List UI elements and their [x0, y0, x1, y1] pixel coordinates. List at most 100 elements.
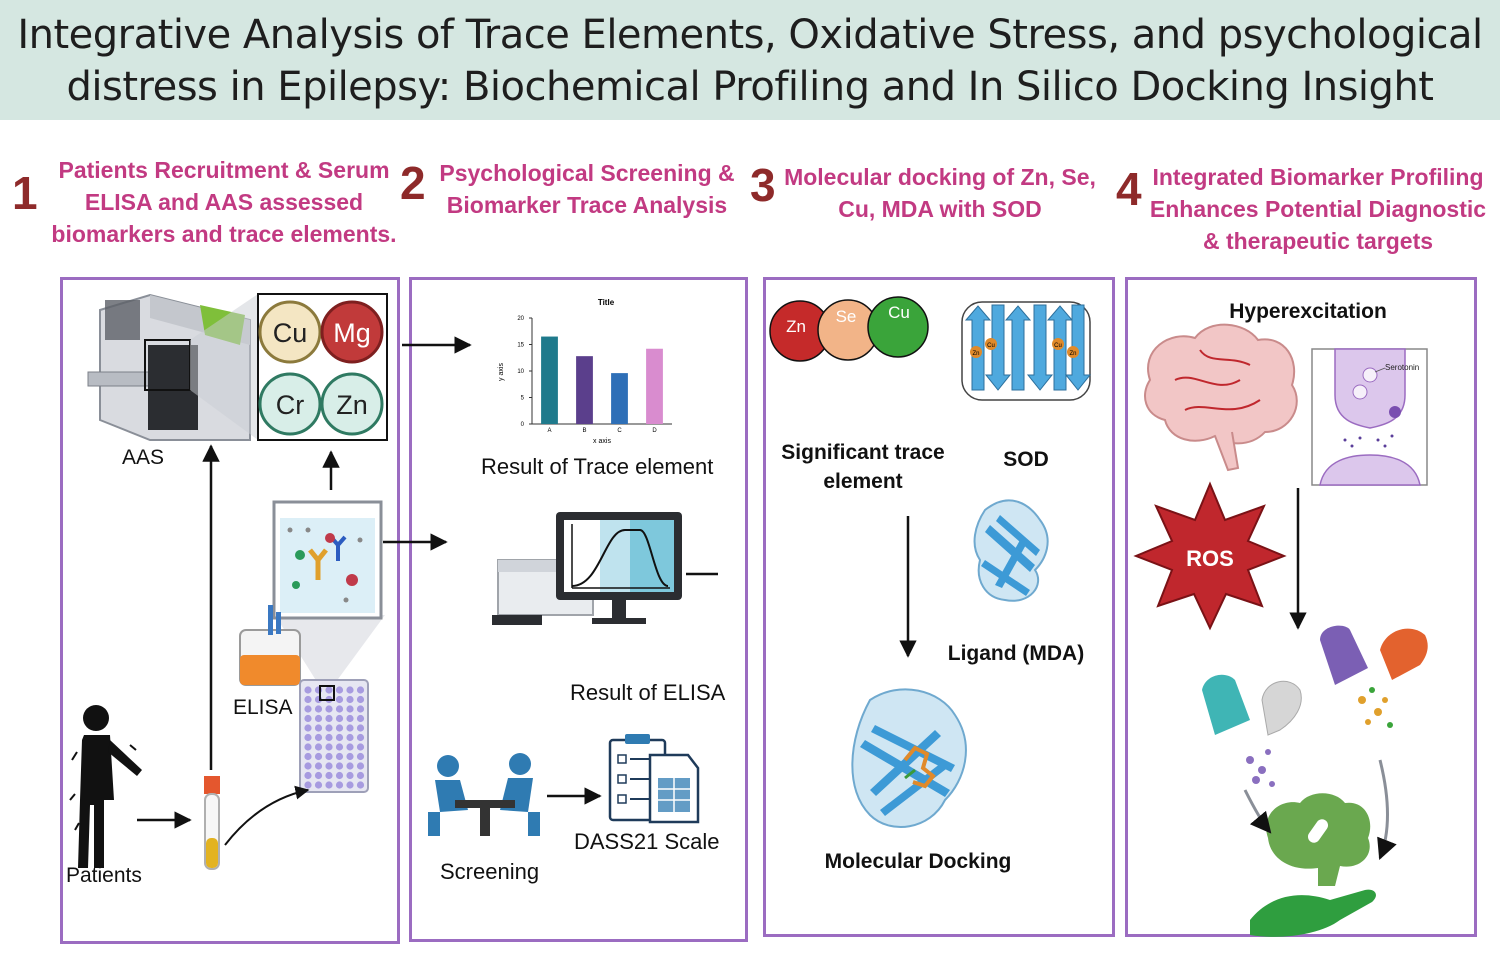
panel-2 [409, 277, 748, 942]
well-highlight [319, 685, 335, 701]
plate-well [335, 695, 344, 704]
step-2-number: 2 [400, 157, 426, 209]
plate-well [314, 686, 323, 694]
plate-well [346, 686, 354, 694]
panel-4 [1125, 277, 1477, 937]
panel-3 [763, 277, 1115, 937]
significant-trace-line-1: Significant trace [781, 441, 945, 464]
ros-star-icon: ROS [1133, 481, 1287, 631]
plate-well [356, 781, 365, 789]
plate-well [356, 743, 365, 751]
brain-hand-icon [1250, 793, 1376, 937]
molecular-docking-label: Molecular Docking [824, 850, 1012, 873]
plate-well [304, 714, 312, 723]
plate-well [325, 705, 333, 713]
sphere-zn-text: Zn [786, 317, 806, 336]
plate-well [356, 714, 365, 723]
sod-protein-icon: Zn Cu Cu Zn [961, 301, 1092, 401]
step-3-text: Molecular docking of Zn, Se, Cu, MDA wit… [782, 161, 1098, 225]
chart-title: Title [598, 298, 615, 307]
dass-document-icon [608, 734, 700, 824]
chart-x-tick-b: B [582, 428, 586, 434]
plate-well [304, 781, 312, 789]
elisa-reader-monitor-icon [492, 512, 682, 625]
sod-label: SOD [1003, 448, 1049, 471]
plate-well [335, 771, 344, 780]
trace-element-spheres: Zn Se Cu [769, 296, 929, 362]
step-4-text: Integrated Biomarker Profiling Enhances … [1148, 161, 1488, 257]
step-1-text: Patients Recruitment & Serum ELISA and A… [48, 154, 400, 250]
plate-well [356, 724, 365, 732]
element-cr-text: Cr [276, 390, 305, 420]
hyperexcitation-label: Hyperexcitation [1229, 300, 1387, 323]
plate-well [325, 781, 333, 789]
plate-well [346, 714, 354, 723]
plate-well [335, 705, 344, 713]
plate-well [346, 771, 354, 780]
docking-complex-icon [851, 688, 967, 828]
elisa-zoom-cone [275, 615, 385, 690]
plate-well [346, 733, 354, 742]
plate-well [335, 714, 344, 723]
plate-well [304, 762, 312, 770]
step-4-line-1: Integrated Biomarker Profiling [1152, 164, 1484, 190]
plate-well [356, 695, 365, 704]
sphere-cu [867, 296, 929, 358]
dass-label: DASS21 Scale [574, 829, 720, 854]
plate-well [304, 733, 312, 742]
title-banner: Integrative Analysis of Trace Elements, … [0, 0, 1500, 120]
plate-well [325, 714, 333, 723]
chart-bar-c [611, 373, 628, 424]
sphere-cu-text: Cu [888, 303, 910, 322]
plate-well [314, 714, 323, 723]
significant-trace-label: Significant trace element [775, 438, 951, 496]
plate-well [335, 686, 344, 694]
plate-well [325, 733, 333, 742]
step-1-line-2: ELISA and AAS assessed [84, 189, 364, 215]
trace-result-label: Result of Trace element [481, 454, 714, 479]
elisa-result-label: Result of ELISA [570, 680, 726, 705]
screening-label: Screening [440, 859, 540, 884]
element-circles: Cu Mg Cr Zn [258, 300, 384, 436]
plate-well [346, 724, 354, 732]
step-2-line-2: Biomarker Trace Analysis [446, 192, 728, 218]
elisa-label: ELISA [233, 696, 293, 719]
plate-well [325, 724, 333, 732]
plate-well [314, 752, 323, 761]
plate-well [356, 752, 365, 761]
plate-well [314, 781, 323, 789]
patient-figure-icon [69, 705, 142, 868]
step-4-line-2: Enhances Potential Diagnostic [1149, 196, 1487, 222]
ligand-protein-icon [973, 499, 1049, 602]
element-circle-cr [258, 372, 322, 436]
ligand-label: Ligand (MDA) [947, 642, 1085, 665]
plate-well [346, 752, 354, 761]
chart-y-tick-10: 10 [517, 369, 524, 375]
step-3-line-2: Cu, MDA with SOD [838, 196, 1042, 222]
elisa-reader-icon [239, 605, 301, 686]
chart-x-tick-a: A [547, 428, 551, 434]
plate-well [335, 781, 344, 789]
plate-well [335, 752, 344, 761]
antibody-icons [287, 527, 363, 603]
step-4-line-3: & therapeutic targets [1202, 228, 1434, 254]
tube-to-plate-arrow [224, 785, 310, 846]
aas-label: AAS [122, 446, 165, 469]
step-1-line-3: biomarkers and trace elements. [51, 221, 397, 247]
plate-well [335, 733, 344, 742]
step-3-number: 3 [750, 159, 776, 211]
plate-well [304, 695, 312, 704]
element-cu-text: Cu [273, 318, 308, 348]
plate-well [314, 762, 323, 770]
sod-label-cu-1: Cu [987, 343, 995, 349]
plate-well [356, 733, 365, 742]
element-circle-cu [258, 300, 322, 364]
chart-bar-a [541, 336, 558, 424]
title-line-2: distress in Epilepsy: Biochemical Profil… [66, 64, 1434, 110]
plate-well [304, 752, 312, 761]
plate-well [335, 762, 344, 770]
element-zn-text: Zn [336, 390, 368, 420]
screening-people-icon [428, 753, 540, 836]
